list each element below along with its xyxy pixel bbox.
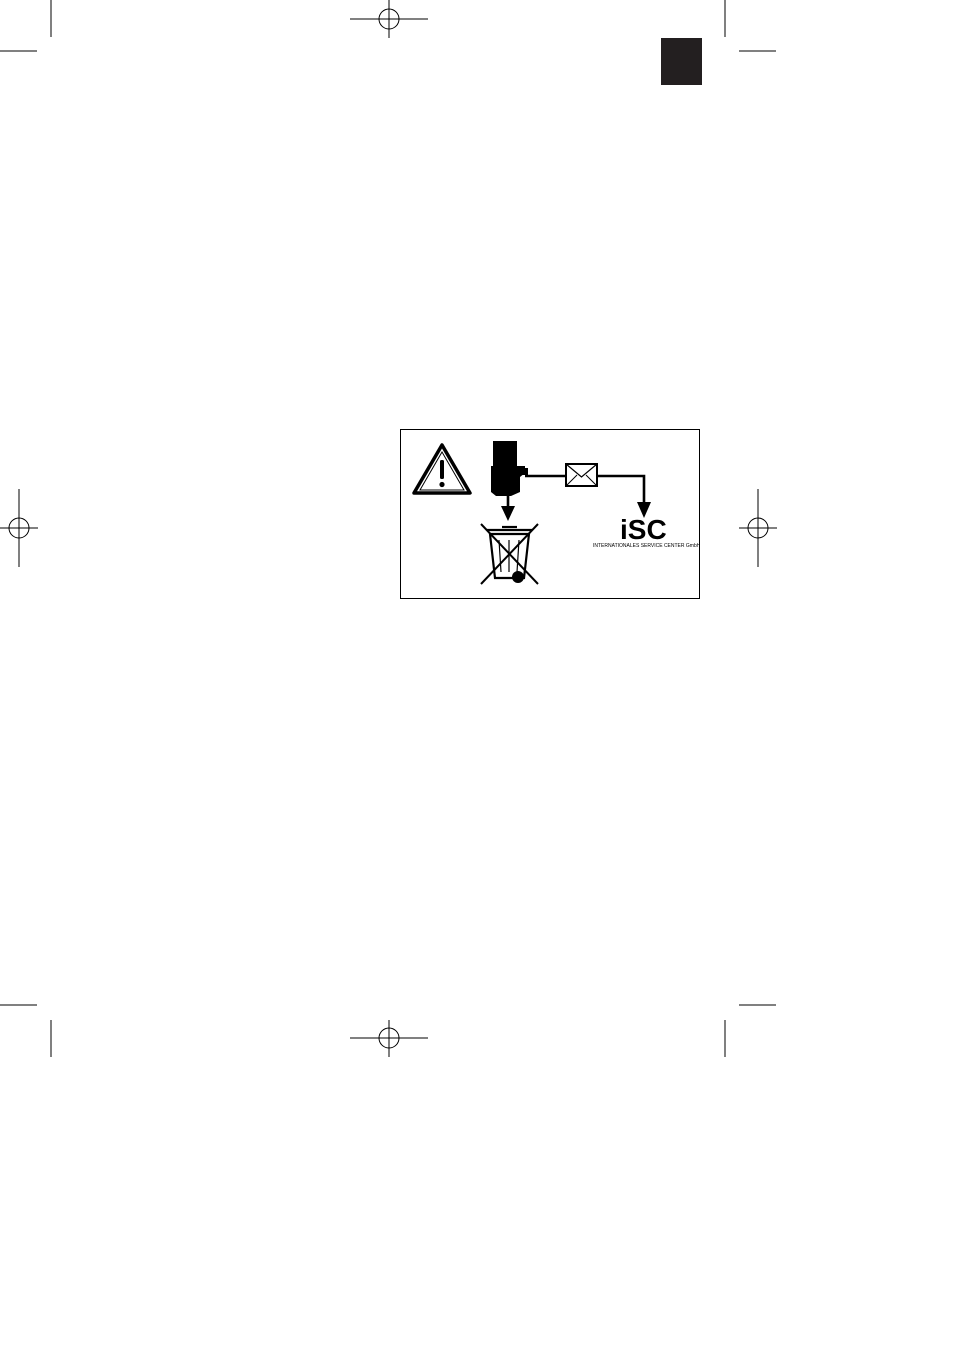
route-arrow-to-bin — [501, 496, 515, 521]
registration-target-left — [0, 489, 38, 567]
warning-triangle-icon — [412, 443, 472, 495]
registration-target-top — [350, 0, 428, 38]
disposal-notice-box — [400, 429, 700, 599]
power-tool-icon — [491, 441, 528, 496]
envelope-icon — [565, 463, 598, 487]
language-tab-marker — [661, 38, 702, 85]
isc-logo-caption: INTERNATIONALES SERVICE CENTER GmbH — [593, 543, 701, 549]
registration-target-bottom — [350, 1020, 428, 1057]
isc-logo-sc: SC — [627, 514, 667, 545]
registration-target-right — [739, 489, 777, 567]
crossed-out-wheelie-bin-icon — [480, 523, 539, 585]
route-arrow-to-service-center — [597, 474, 651, 518]
isc-logo: iSC — [620, 516, 667, 544]
isc-logo-i: i — [620, 514, 628, 545]
